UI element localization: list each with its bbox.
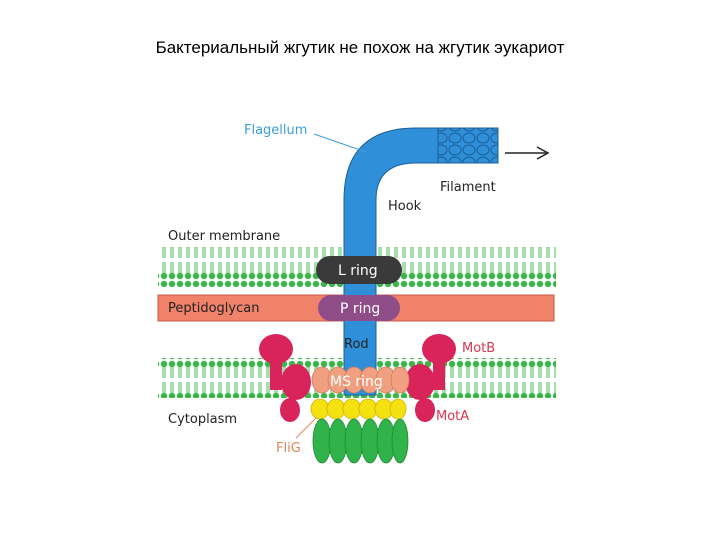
motb-right (422, 334, 456, 390)
mota-right (405, 364, 435, 422)
switch-complex (312, 418, 409, 464)
l-ring-label: L ring (338, 263, 378, 279)
slide-title: Бактериальный жгутик не похож на жгутик … (155, 38, 565, 57)
flig-ring (310, 398, 407, 420)
flagellum-pointer (313, 133, 367, 153)
flagellum-label: Flagellum (244, 123, 307, 138)
rod-label: Rod (344, 337, 369, 352)
outer-membrane-label: Outer membrane (168, 229, 280, 244)
motb-label: MotB (462, 341, 495, 356)
direction-arrow (505, 146, 550, 160)
p-ring (318, 295, 400, 321)
cytoplasm-label: Cytoplasm (168, 412, 237, 427)
hook-label: Hook (388, 199, 422, 214)
ms-ring (311, 366, 410, 394)
filament-label: Filament (440, 180, 496, 195)
filament (437, 127, 499, 164)
flig-label: FliG (276, 441, 301, 456)
l-ring (316, 256, 402, 284)
flagellum-shaft (343, 127, 441, 396)
peptidoglycan-label: Peptidoglycan (168, 301, 259, 316)
ms-ring-label: MS ring (330, 374, 383, 390)
mota-left (280, 364, 311, 422)
mota-label: MotA (436, 409, 469, 424)
p-ring-label: P ring (340, 301, 380, 317)
motb-left (259, 334, 293, 390)
flig-pointer (295, 417, 317, 439)
